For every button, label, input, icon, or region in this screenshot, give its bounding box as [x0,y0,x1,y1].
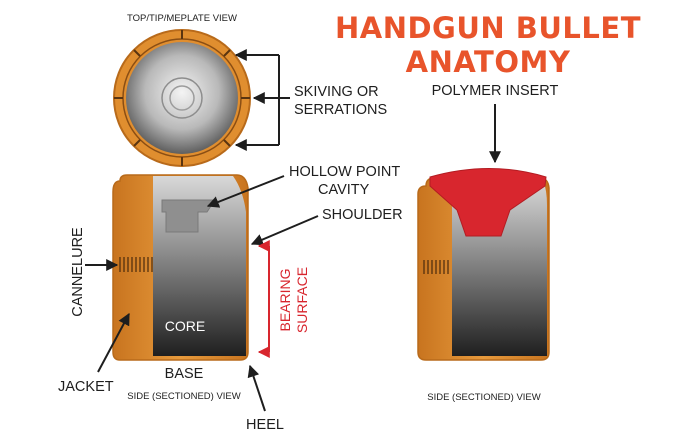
shoulder-label: SHOULDER [322,207,403,223]
polymer-insert [429,168,547,237]
polymer-cannelure-grooves [423,260,449,274]
skiving-label-2: SERRATIONS [294,102,387,118]
polymer-tip-bullet [417,168,550,361]
heel-label: HEEL [246,417,284,433]
heel-arrow [247,364,266,412]
top-view-caption: TOP/TIP/MEPLATE VIEW [127,13,237,24]
title-line-1: HANDGUN BULLET [335,11,641,45]
side-view-caption-left: SIDE (SECTIONED) VIEW [127,391,241,402]
cannelure-label: CANNELURE [70,227,86,317]
side-view-bullet: CORE [112,174,249,361]
hollow-point-label-2: CAVITY [318,182,370,198]
hollow-point-label-1: HOLLOW POINT [289,164,400,180]
bearing-label-1: BEARING [277,268,293,331]
serration-marks [114,30,250,166]
tip-ring-outer [161,77,203,119]
skiving-callout [234,49,290,151]
jacket-arrow [97,312,130,373]
title-line-2: ANATOMY [406,45,571,79]
tip-ring-inner [169,85,195,111]
hollow-point-arrow [206,175,285,208]
core-label: CORE [165,318,205,334]
shoulder-arrow [250,215,319,246]
top-view-bullet [113,29,251,167]
bearing-label-2: SURFACE [294,267,310,333]
cannelure-grooves [119,257,153,272]
bearing-surface-bracket [257,240,270,358]
skiving-label-1: SKIVING OR [294,84,379,100]
jacket-label: JACKET [58,379,114,395]
base-label: BASE [165,366,204,382]
meplate-face [126,42,238,154]
side-view-caption-right: SIDE (SECTIONED) VIEW [427,392,541,403]
polymer-insert-label: POLYMER INSERT [432,83,559,99]
